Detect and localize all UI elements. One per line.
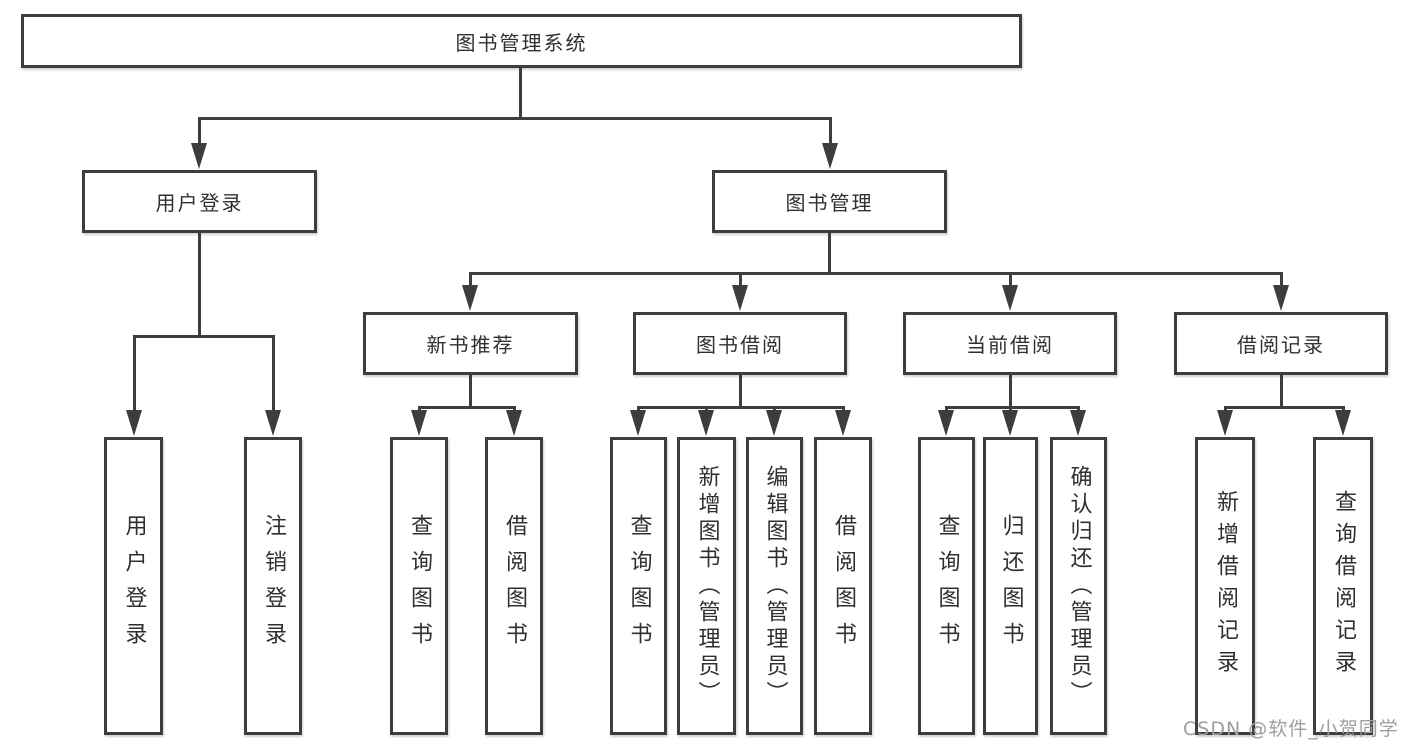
arrow-down-icon bbox=[1273, 285, 1289, 311]
arrow-down-icon bbox=[938, 410, 954, 436]
node-user-login: 用户登录 bbox=[82, 170, 317, 233]
connector-line bbox=[469, 272, 472, 287]
arrow-down-icon bbox=[411, 410, 427, 436]
connector-line bbox=[739, 375, 742, 408]
node-borrow-record: 借阅记录 bbox=[1174, 312, 1388, 375]
connector-line bbox=[1280, 375, 1283, 408]
arrow-down-icon bbox=[191, 143, 207, 169]
connector-line bbox=[739, 272, 742, 287]
connector-line bbox=[829, 117, 832, 145]
leaf-borrow-books-recommend: 借阅图书 bbox=[485, 437, 543, 735]
arrow-down-icon bbox=[835, 410, 851, 436]
connector-line bbox=[1009, 272, 1012, 287]
node-new-book-recommend: 新书推荐 bbox=[363, 312, 578, 375]
csdn-watermark: CSDN @软件_小贺同学 bbox=[1183, 718, 1399, 740]
connector-line bbox=[705, 406, 708, 412]
node-book-borrow: 图书借阅 bbox=[633, 312, 847, 375]
connector-line bbox=[637, 406, 845, 409]
arrow-down-icon bbox=[630, 410, 646, 436]
arrow-down-icon bbox=[766, 410, 782, 436]
arrow-down-icon bbox=[462, 285, 478, 311]
connector-line bbox=[133, 335, 275, 338]
leaf-add-books-admin: 新增图书（管理员） bbox=[677, 437, 736, 735]
connector-line bbox=[133, 335, 136, 413]
connector-line bbox=[198, 117, 832, 120]
connector-line bbox=[945, 406, 948, 412]
arrow-down-icon bbox=[1002, 285, 1018, 311]
connector-line bbox=[272, 335, 275, 413]
connector-line bbox=[842, 406, 845, 412]
leaf-query-books-recommend: 查询图书 bbox=[390, 437, 448, 735]
connector-line bbox=[1009, 375, 1012, 408]
leaf-return-books: 归还图书 bbox=[983, 437, 1038, 735]
connector-line bbox=[418, 406, 421, 412]
arrow-down-icon bbox=[822, 143, 838, 169]
connector-line bbox=[513, 406, 516, 412]
leaf-logout: 注销登录 bbox=[244, 437, 302, 735]
leaf-borrow-books: 借阅图书 bbox=[814, 437, 872, 735]
leaf-confirm-return-admin: 确认归还（管理员） bbox=[1050, 437, 1107, 735]
connector-line bbox=[1224, 406, 1345, 409]
node-book-management: 图书管理 bbox=[712, 170, 947, 233]
connector-line bbox=[469, 375, 472, 408]
connector-line bbox=[1009, 406, 1012, 412]
connector-line bbox=[519, 68, 522, 118]
connector-line bbox=[418, 406, 516, 409]
connector-line bbox=[1077, 406, 1080, 412]
connector-line bbox=[1280, 272, 1283, 287]
connector-line bbox=[198, 117, 201, 145]
arrow-down-icon bbox=[1217, 410, 1233, 436]
leaf-user-login: 用户登录 bbox=[104, 437, 163, 735]
arrow-down-icon bbox=[698, 410, 714, 436]
node-current-borrow: 当前借阅 bbox=[903, 312, 1117, 375]
arrow-down-icon bbox=[506, 410, 522, 436]
leaf-query-books-borrow: 查询图书 bbox=[610, 437, 667, 735]
connector-line bbox=[198, 233, 201, 337]
leaf-edit-books-admin: 编辑图书（管理员） bbox=[746, 437, 803, 735]
connector-line bbox=[945, 406, 1080, 409]
connector-line bbox=[1342, 406, 1345, 412]
arrow-down-icon bbox=[732, 285, 748, 311]
arrow-down-icon bbox=[1070, 410, 1086, 436]
arrow-down-icon bbox=[1335, 410, 1351, 436]
connector-line bbox=[828, 233, 831, 274]
node-library-management-system: 图书管理系统 bbox=[21, 14, 1022, 68]
connector-line bbox=[773, 406, 776, 412]
arrow-down-icon bbox=[1002, 410, 1018, 436]
connector-line bbox=[469, 272, 1283, 275]
arrow-down-icon bbox=[126, 410, 142, 436]
connector-line bbox=[1224, 406, 1227, 412]
arrow-down-icon bbox=[265, 410, 281, 436]
leaf-query-books-current: 查询图书 bbox=[918, 437, 975, 735]
leaf-add-borrow-record: 新增借阅记录 bbox=[1195, 437, 1255, 735]
leaf-query-borrow-record: 查询借阅记录 bbox=[1313, 437, 1373, 735]
connector-line bbox=[637, 406, 640, 412]
